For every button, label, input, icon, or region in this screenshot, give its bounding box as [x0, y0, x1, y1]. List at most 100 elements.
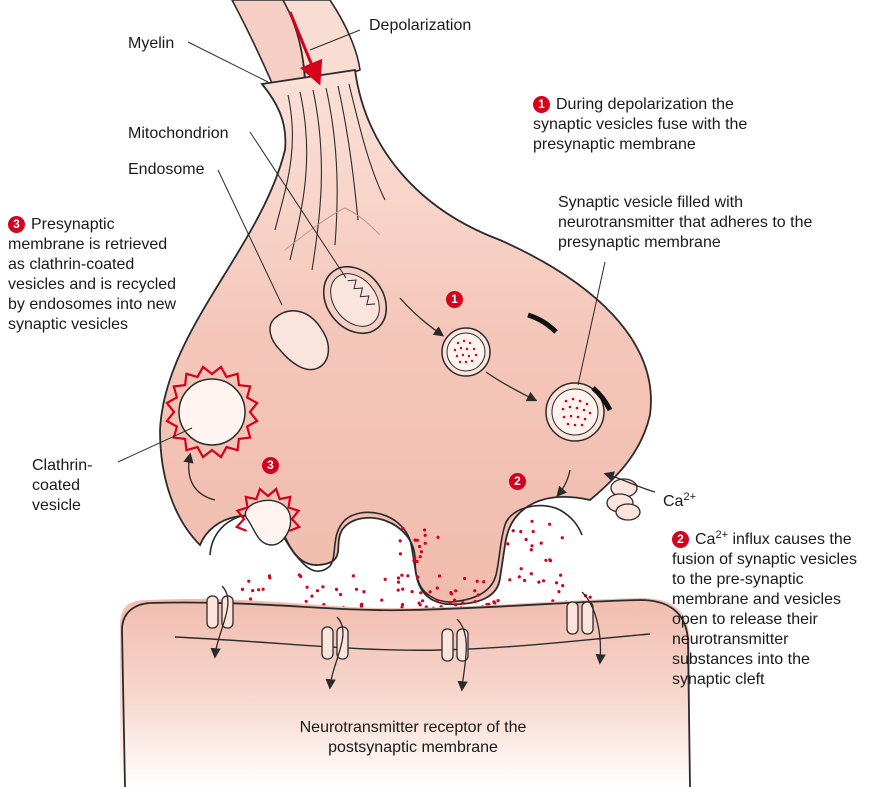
calcium-charge: 2+: [683, 491, 696, 503]
neurotransmitter-dot: [530, 572, 533, 575]
neurotransmitter-dot: [497, 599, 500, 602]
neurotransmitter-dot: [540, 542, 543, 545]
neurotransmitter-dot: [310, 595, 313, 598]
neurotransmitter-dot: [247, 580, 250, 583]
neurotransmitter-dot: [420, 550, 423, 553]
neurotransmitter-dot: [548, 523, 551, 526]
neurotransmitter-dot: [530, 548, 533, 551]
step1-badge: 1: [533, 96, 550, 113]
myelin-label: Myelin: [128, 34, 174, 54]
postsynaptic-cell: [120, 598, 690, 787]
neurotransmitter-dot: [416, 560, 419, 563]
neurotransmitter-dot: [561, 584, 564, 587]
neurotransmitter-dot: [477, 593, 480, 596]
neurotransmitter-dot: [492, 600, 495, 603]
neurotransmitter-dot: [412, 559, 415, 562]
clathrin-label: Clathrin-coated vesicle: [32, 456, 112, 516]
neurotransmitter-dot: [419, 591, 422, 594]
neurotransmitter-dot: [339, 593, 342, 596]
neurotransmitter-dot: [473, 589, 476, 592]
neurotransmitter-dot: [450, 592, 453, 595]
endosome-label: Endosome: [128, 160, 205, 180]
step2-text: influx causes the fusion of synaptic ves…: [672, 531, 857, 688]
neurotransmitter-dot: [424, 534, 427, 537]
neurotransmitter-dot: [589, 596, 592, 599]
neurotransmitter-dot: [542, 579, 545, 582]
synaptic-vesicle: [442, 328, 490, 376]
step2-ca: Ca: [695, 531, 715, 548]
neurotransmitter-dot: [251, 589, 254, 592]
neurotransmitter-dot: [241, 588, 244, 591]
neurotransmitter-dot: [463, 577, 466, 580]
neurotransmitter-dot: [249, 597, 252, 600]
neurotransmitter-dot: [436, 586, 439, 589]
neurotransmitter-dot: [449, 601, 452, 604]
depolarization-label: Depolarization: [369, 16, 471, 36]
neurotransmitter-dot: [537, 581, 540, 584]
neurotransmitter-dot: [525, 538, 528, 541]
neurotransmitter-dot: [419, 555, 422, 558]
neurotransmitter-dot: [523, 579, 526, 582]
neurotransmitter-dot: [401, 603, 404, 606]
neurotransmitter-dot: [397, 589, 400, 592]
step3-badge: 3: [8, 216, 25, 233]
neurotransmitter-dot: [352, 574, 355, 577]
neurotransmitter-dot: [399, 552, 402, 555]
neurotransmitter-dot: [530, 544, 533, 547]
neurotransmitter-dot: [429, 590, 432, 593]
neurotransmitter-dot: [401, 527, 404, 530]
neurotransmitter-dot: [418, 545, 421, 548]
neurotransmitter-dot: [482, 580, 485, 583]
neurotransmitter-dot: [512, 529, 515, 532]
neurotransmitter-dot: [268, 576, 271, 579]
neurotransmitter-dot: [520, 567, 523, 570]
neurotransmitter-dot: [335, 588, 338, 591]
step3-marker: 3: [262, 456, 285, 476]
neurotransmitter-dot: [306, 586, 309, 589]
neurotransmitter-dot: [298, 573, 301, 576]
neurotransmitter-dot: [406, 574, 409, 577]
receptor-label: Neurotransmitter receptor of the postsyn…: [288, 718, 538, 758]
calcium-symbol: Ca: [663, 493, 683, 510]
neurotransmitter-dot: [544, 559, 547, 562]
neurotransmitter-dot: [257, 588, 260, 591]
neurotransmitter-dot: [380, 599, 383, 602]
neurotransmitter-dot: [362, 590, 365, 593]
step1-text: During depolarization the synaptic vesic…: [533, 96, 747, 153]
neurotransmitter-dot: [424, 542, 427, 545]
neurotransmitter-dot: [355, 588, 358, 591]
calcium-label: Ca2+: [663, 487, 696, 512]
neurotransmitter-dot: [399, 539, 402, 542]
neurotransmitter-dot: [411, 590, 414, 593]
neurotransmitter-dot: [532, 530, 535, 533]
neurotransmitter-dot: [474, 600, 477, 603]
neurotransmitter-dot: [436, 536, 439, 539]
neurotransmitter-dot: [416, 576, 419, 579]
neurotransmitter-dot: [461, 601, 464, 604]
neurotransmitter-dot: [400, 574, 403, 577]
neurotransmitter-dot: [360, 603, 363, 606]
step2-marker: 2: [509, 472, 532, 492]
neurotransmitter-dot: [305, 600, 308, 603]
neurotransmitter-dot: [555, 581, 558, 584]
mitochondrion-label: Mitochondrion: [128, 124, 229, 144]
step3-text: Presynaptic membrane is retrieved as cla…: [8, 216, 176, 333]
neurotransmitter-dot: [419, 603, 422, 606]
neurotransmitter-dot: [519, 530, 522, 533]
neurotransmitter-dot: [421, 599, 424, 602]
neurotransmitter-dot: [321, 585, 324, 588]
neurotransmitter-dot: [559, 574, 562, 577]
neurotransmitter-dot: [401, 588, 404, 591]
neurotransmitter-dot: [436, 599, 439, 602]
step2-ca-charge: 2+: [715, 529, 728, 541]
neurotransmitter-dot: [384, 578, 387, 581]
neurotransmitter-dot: [518, 575, 521, 578]
neurotransmitter-dot: [506, 542, 509, 545]
neurotransmitter-dot: [316, 589, 319, 592]
vesicle-annotation: Synaptic vesicle filled with neurotransm…: [558, 193, 813, 253]
neurotransmitter-dot: [397, 581, 400, 584]
neurotransmitter-dot: [557, 590, 560, 593]
neurotransmitter-dot: [438, 574, 441, 577]
